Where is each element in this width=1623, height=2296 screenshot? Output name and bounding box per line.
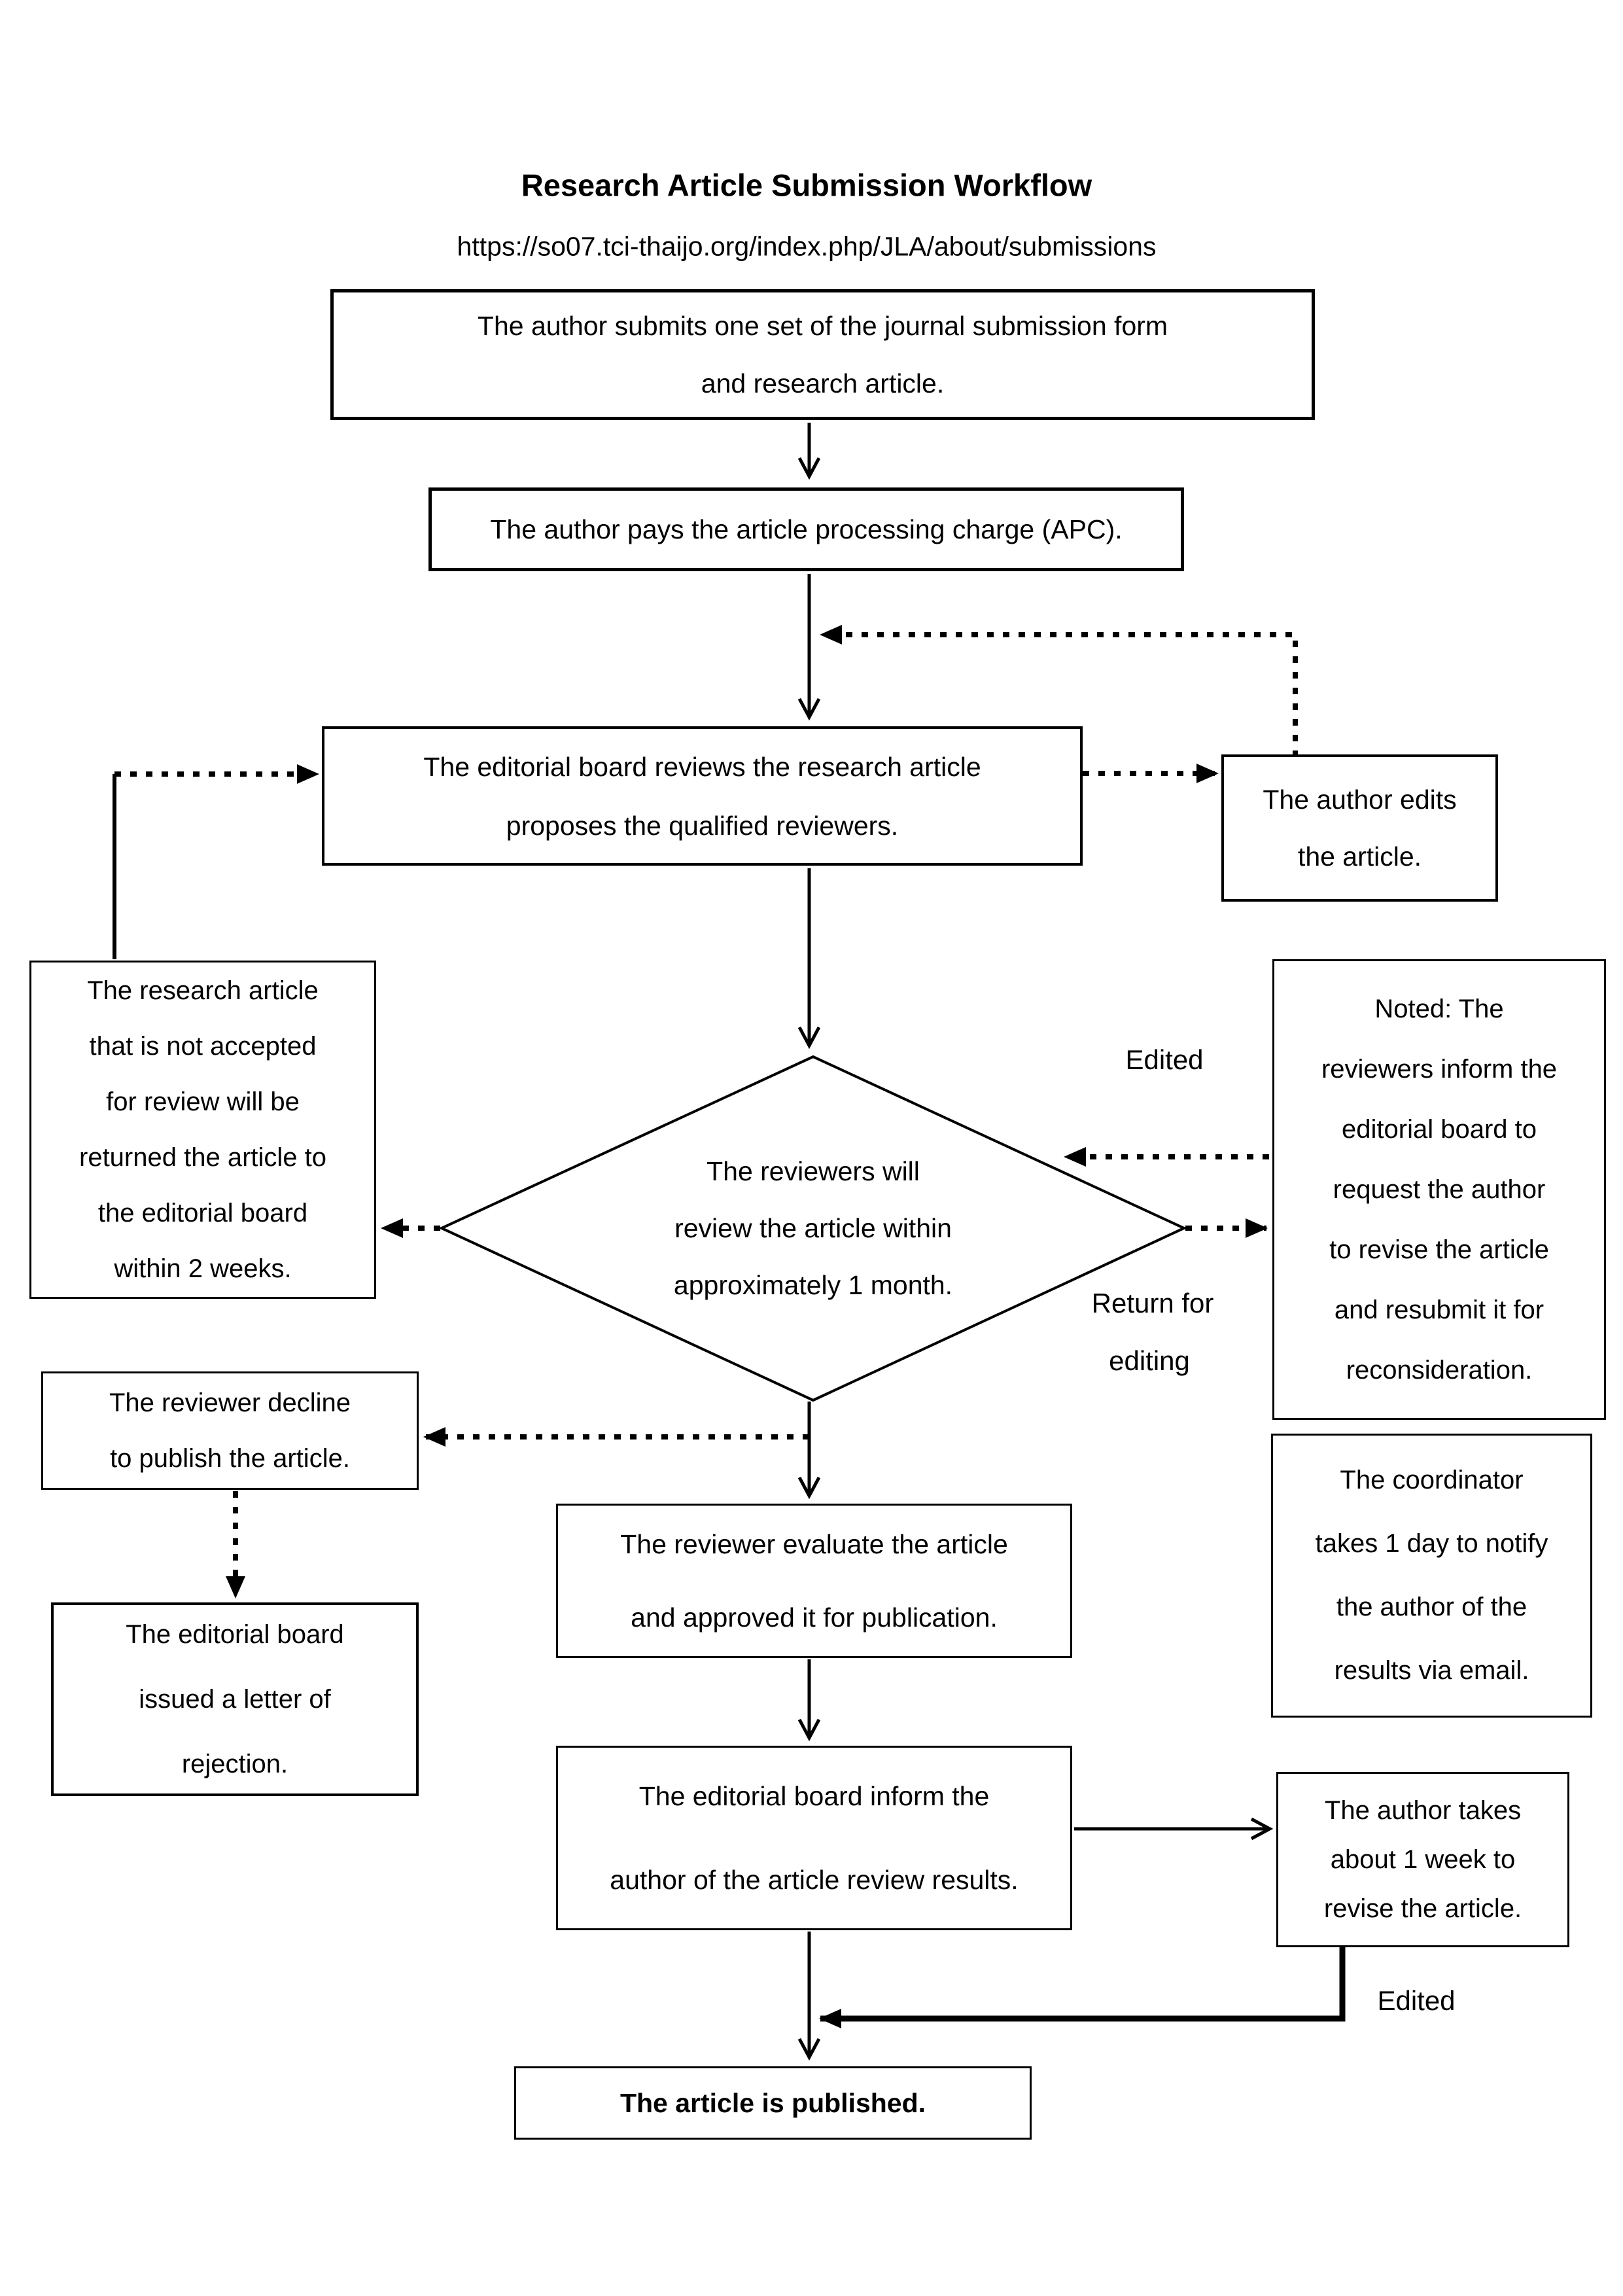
node-line: The author pays the article processing c… — [490, 514, 1123, 544]
node-line: about 1 week to — [1330, 1845, 1516, 1874]
diamond-review: The reviewers will review the article wi… — [551, 1143, 1075, 1313]
node-line: the editorial board — [97, 1198, 308, 1227]
node-published: The article is published. — [514, 2066, 1032, 2140]
page-url: https://so07.tci-thaijo.org/index.php/JL… — [457, 231, 1157, 262]
node-line: issued a letter of — [139, 1684, 331, 1714]
node-line: Noted: The — [1374, 995, 1504, 1023]
node-line: proposes the qualified reviewers. — [506, 810, 899, 841]
node-inform-results: The editorial board inform the author of… — [556, 1746, 1072, 1930]
node-line: The reviewer decline — [109, 1388, 351, 1417]
node-board-review: The editorial board reviews the research… — [322, 726, 1083, 866]
node-line: The reviewers will — [707, 1156, 920, 1186]
line-revised-edited-return — [819, 1947, 1346, 2028]
node-line: reconsideration. — [1346, 1356, 1533, 1385]
label-edited-bottom: Edited — [1377, 1985, 1456, 2016]
page-title: Research Article Submission Workflow — [521, 168, 1092, 203]
node-line: The reviewer evaluate the article — [620, 1529, 1008, 1559]
node-submit: The author submits one set of the journa… — [330, 289, 1315, 420]
node-line: The editorial board — [126, 1619, 344, 1649]
node-line: for review will be — [106, 1087, 300, 1116]
label-edited-right: Edited — [1125, 1044, 1204, 1075]
node-line: The coordinator — [1340, 1466, 1524, 1494]
node-line: results via email. — [1334, 1656, 1529, 1685]
node-rejection: The editorial board issued a letter of r… — [51, 1602, 419, 1796]
node-author-revises: The author takes about 1 week to revise … — [1276, 1772, 1569, 1947]
node-line: The author edits — [1263, 784, 1457, 815]
node-line: and research article. — [701, 368, 945, 398]
node-line: The editorial board inform the — [638, 1781, 990, 1811]
node-line: to revise the article — [1329, 1235, 1549, 1264]
node-line: and resubmit it for — [1334, 1296, 1544, 1324]
node-line: The author takes — [1324, 1795, 1522, 1825]
node-line: the author of the — [1336, 1593, 1527, 1621]
diamond-shape — [438, 1055, 1187, 1402]
node-line: within 2 weeks. — [114, 1254, 292, 1283]
node-author-edits: The author edits the article. — [1221, 754, 1498, 902]
node-line: author of the article review results. — [610, 1865, 1019, 1895]
node-line: rejection. — [181, 1749, 288, 1778]
node-line: and approved it for publication. — [631, 1602, 998, 1633]
node-decline: The reviewer decline to publish the arti… — [41, 1371, 419, 1490]
node-line: reviewers inform the — [1321, 1055, 1558, 1084]
node-line: The article is published. — [620, 2088, 926, 2118]
node-line: The editorial board reviews the research… — [423, 751, 981, 782]
node-line: review the article within — [674, 1212, 952, 1243]
node-line: revise the article. — [1323, 1894, 1522, 1923]
node-line: editorial board to — [1342, 1115, 1537, 1144]
node-line: the article. — [1297, 841, 1422, 872]
node-line: The author submits one set of the journa… — [477, 311, 1168, 341]
node-pay-apc: The author pays the article processing c… — [428, 487, 1184, 571]
node-line: that is not accepted — [89, 1031, 317, 1061]
node-line: The research article — [87, 976, 319, 1005]
node-line: approximately 1 month. — [673, 1269, 953, 1300]
label-return-for-editing-line1: Return for — [1091, 1288, 1214, 1318]
node-noted-revise: Noted: The reviewers inform the editoria… — [1272, 959, 1606, 1420]
node-coordinator: The coordinator takes 1 day to notify th… — [1271, 1434, 1592, 1718]
node-line: returned the article to — [79, 1142, 326, 1172]
node-evaluate: The reviewer evaluate the article and ap… — [556, 1504, 1072, 1658]
node-line: takes 1 day to notify — [1315, 1529, 1548, 1558]
label-return-for-editing-line2: editing — [1109, 1345, 1190, 1376]
node-line: to publish the article. — [110, 1443, 350, 1473]
node-not-accepted: The research article that is not accepte… — [29, 961, 376, 1299]
node-line: request the author — [1333, 1175, 1546, 1204]
